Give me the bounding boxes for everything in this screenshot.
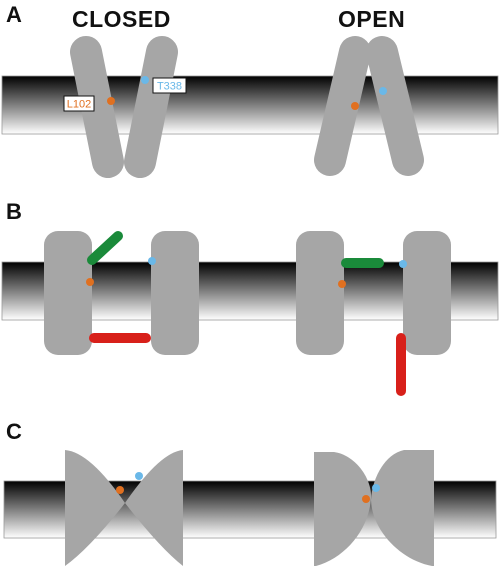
subunit-left (296, 231, 344, 355)
residue-l102-marker (362, 495, 370, 503)
panel-c: C (3, 419, 497, 566)
closed-state-label: CLOSED (72, 6, 171, 32)
green-linker (87, 231, 123, 265)
residue-label-t338: T338 (157, 81, 182, 93)
subunit-left (44, 231, 92, 355)
panel-label-a: A (6, 2, 22, 27)
panel-label-b: B (6, 199, 22, 224)
residue-l102-marker (351, 102, 359, 110)
panel-b: B (1, 199, 499, 396)
closed-channel (44, 231, 199, 355)
open-channel (296, 231, 451, 396)
subunit-right (371, 450, 434, 566)
residue-label-l102: L102 (67, 99, 91, 111)
open-channel (314, 36, 424, 176)
open-state-label: OPEN (338, 6, 405, 32)
residue-t338-marker (372, 484, 380, 492)
residue-t338-marker (148, 257, 156, 265)
residue-t338-marker (141, 76, 149, 84)
closed-channel: L102 T338 (63, 36, 187, 178)
subunit-right (125, 450, 183, 566)
subunit-right (151, 231, 199, 355)
residue-l102-marker (86, 278, 94, 286)
subunit-helix-left (70, 36, 124, 178)
residue-t338-marker (379, 87, 387, 95)
subunit-helix-right (124, 36, 178, 178)
panel-a: A CLOSED OPEN L102 T338 (1, 2, 499, 178)
residue-label-box-l102 (63, 95, 95, 112)
residue-label-box-t338 (152, 77, 187, 94)
subunit-left (314, 452, 372, 566)
residue-l102-marker (107, 97, 115, 105)
panel-label-c: C (6, 419, 22, 444)
residue-t338-marker (399, 260, 407, 268)
subunit-left (65, 450, 125, 566)
closed-channel (65, 450, 183, 566)
open-channel (314, 450, 434, 566)
subunit-right (403, 231, 451, 355)
residue-l102-marker (338, 280, 346, 288)
subunit-helix-left (314, 36, 371, 176)
residue-l102-marker (116, 486, 124, 494)
subunit-helix-right (366, 36, 424, 176)
residue-t338-marker (135, 472, 143, 480)
